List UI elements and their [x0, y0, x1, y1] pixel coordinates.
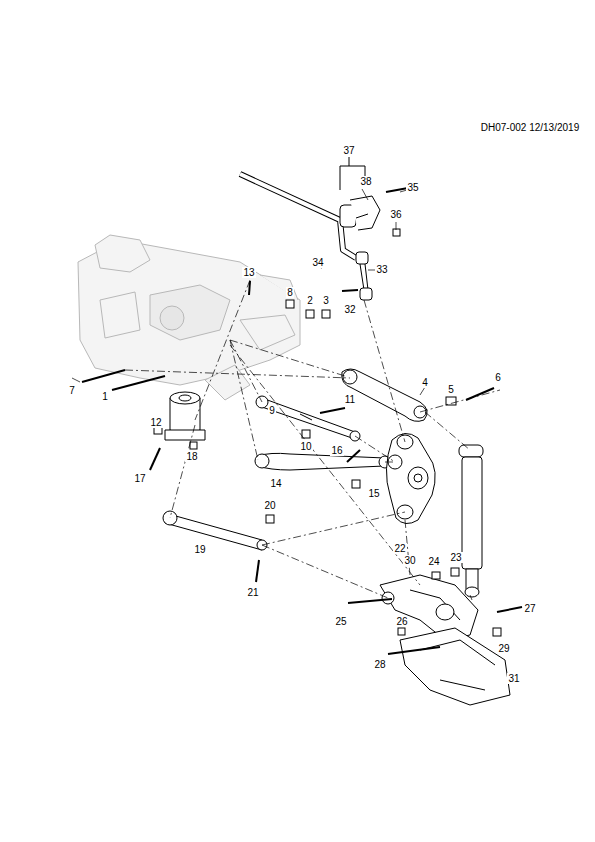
- callout-number: 27: [523, 603, 536, 614]
- callout-number: 2: [306, 295, 314, 306]
- callout-number: 33: [375, 264, 388, 275]
- fasteners: [82, 188, 522, 654]
- callout-number: 28: [373, 659, 386, 670]
- lower-control-arm: [380, 575, 478, 640]
- callout-number: 23: [449, 552, 462, 563]
- callout-number: 15: [367, 488, 380, 499]
- callout-number: 25: [334, 616, 347, 627]
- callout-number: 24: [427, 556, 440, 567]
- callout-number: 19: [193, 544, 206, 555]
- bushing: [165, 392, 205, 440]
- callout-number: 6: [494, 372, 502, 383]
- upper-arm: [342, 369, 427, 421]
- callout-number: 3: [322, 295, 330, 306]
- callout-number: 26: [395, 616, 408, 627]
- trailing-arm: [163, 511, 267, 550]
- lateral-arm: [255, 453, 391, 470]
- callout-number: 17: [133, 473, 146, 484]
- knuckle: [386, 433, 435, 523]
- callout-number: 38: [359, 176, 372, 187]
- callout-number: 8: [286, 287, 294, 298]
- callout-number: 36: [389, 209, 402, 220]
- subframe: [78, 235, 300, 400]
- callout-number: 7: [68, 385, 76, 396]
- callout-number: 11: [344, 394, 356, 405]
- callout-number: 13: [242, 267, 255, 278]
- nuts: [154, 229, 501, 636]
- callout-number: 1: [101, 391, 109, 402]
- assembly-lines: [125, 280, 500, 600]
- shock-absorber: [459, 445, 483, 597]
- callout-number: 9: [268, 405, 276, 416]
- callout-number: 31: [507, 673, 520, 684]
- callout-number: 35: [406, 182, 419, 193]
- callout-number: 16: [330, 445, 343, 456]
- callout-number: 10: [299, 441, 312, 452]
- callout-number: 22: [393, 543, 406, 554]
- callout-number: 5: [447, 384, 455, 395]
- callout-number: 20: [263, 500, 276, 511]
- callout-number: 34: [311, 257, 324, 268]
- callout-number: 4: [421, 377, 429, 388]
- callout-number: 12: [149, 417, 162, 428]
- callout-number: 29: [497, 643, 510, 654]
- callout-number: 30: [403, 555, 416, 566]
- callout-number: 14: [269, 478, 282, 489]
- drawing-id: DH07-002 12/13/2019: [480, 122, 580, 133]
- leader-lines: [72, 189, 425, 395]
- callout-number: 32: [343, 304, 356, 315]
- callout-number: 21: [246, 587, 259, 598]
- stabilizer-link: [356, 252, 372, 300]
- callout-number: 37: [342, 145, 355, 156]
- stabilizer-bar: [240, 174, 380, 258]
- shield: [400, 628, 510, 705]
- callout-number: 18: [185, 451, 198, 462]
